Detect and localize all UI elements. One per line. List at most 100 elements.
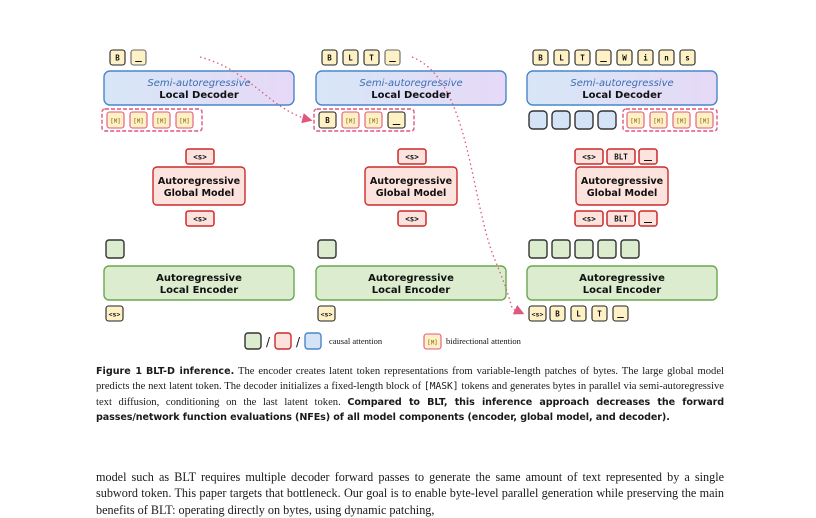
legend-green-swatch — [244, 332, 262, 350]
encoder-title: Autoregressive — [368, 273, 454, 284]
mask-token: [M] — [106, 111, 125, 129]
mask-token-box — [649, 111, 668, 129]
mask-token: [M] — [695, 111, 714, 129]
decoder-box — [315, 70, 507, 106]
output-token: i — [637, 49, 654, 66]
mask-token: [M] — [129, 111, 148, 129]
encoder-state-green — [317, 239, 337, 259]
mask-token-label: [M] — [179, 118, 190, 125]
mask-token-box — [695, 111, 714, 129]
encoder-box — [315, 265, 507, 301]
latent-token-box — [397, 148, 427, 165]
latent-token-label: <s> — [582, 153, 596, 162]
output-token-box — [363, 49, 380, 66]
legend-mask-token: [M] — [423, 333, 442, 350]
output-token-box — [595, 49, 612, 66]
patch-token-box — [574, 210, 604, 227]
patch-token-label: BLT — [614, 215, 628, 224]
global-subtitle: Global Model — [164, 188, 235, 199]
figure-caption: Figure 1 BLT-D inference. The encoder cr… — [96, 364, 724, 425]
legend-slash: / — [296, 335, 301, 349]
patch-token-label: <s> — [582, 215, 596, 224]
output-token-label: s — [685, 54, 690, 63]
output-token-box — [553, 49, 570, 66]
output-token: L — [342, 49, 359, 66]
global-title: Autoregressive — [158, 176, 241, 187]
decoded-token — [387, 111, 406, 129]
output-token — [595, 49, 612, 66]
decoder-title: Semi-autoregressive — [570, 78, 673, 89]
output-token-label: B — [538, 54, 543, 63]
body-paragraph: model such as BLT requires multiple deco… — [96, 470, 724, 517]
latent-state-blue — [551, 110, 571, 130]
patch-token — [638, 210, 658, 227]
latent-token-label: BLT — [614, 153, 628, 162]
latent-token: BLT — [606, 148, 636, 165]
input-byte-token: <s> — [317, 305, 336, 322]
input-byte-token-box — [570, 305, 587, 322]
mask-token-label: [M] — [110, 118, 121, 125]
legend-causal-label: causal attention — [329, 336, 383, 346]
latent-token-label: <s> — [405, 153, 419, 162]
decoder-inputs: [M][M][M][M] — [528, 108, 718, 132]
latent-token — [638, 148, 658, 165]
caption-label: Figure 1 — [96, 366, 143, 377]
mask-token-label: [M] — [368, 118, 379, 125]
latent-state-blue — [574, 110, 594, 130]
mask-token-box — [129, 111, 148, 129]
encoder-box — [103, 265, 295, 301]
output-token-box — [616, 49, 633, 66]
legend-bidirectional-label: bidirectional attention — [446, 336, 522, 346]
input-byte-token: <s> — [528, 305, 547, 322]
decoder-subtitle: Local Decoder — [371, 90, 451, 101]
mask-token-label: [M] — [133, 118, 144, 125]
output-token-label: W — [622, 54, 627, 63]
mask-token: [M] — [626, 111, 645, 129]
encoder-subtitle: Local Encoder — [583, 285, 662, 296]
output-token: T — [363, 49, 380, 66]
patch-token: <s> — [185, 210, 215, 227]
legend-blue-swatch — [304, 332, 322, 350]
decoder-subtitle: Local Decoder — [582, 90, 662, 101]
mask-token-label: [M] — [676, 118, 687, 125]
output-token: n — [658, 49, 675, 66]
global-model-box — [575, 166, 669, 206]
output-token-label: n — [664, 54, 669, 63]
output-token-box — [658, 49, 675, 66]
output-token-box — [342, 49, 359, 66]
mask-token-box — [626, 111, 645, 129]
output-token: L — [553, 49, 570, 66]
output-token: T — [574, 49, 591, 66]
latent-token: <s> — [397, 148, 427, 165]
input-byte-token: B — [549, 305, 566, 322]
mask-token-label: [M] — [630, 118, 641, 125]
decoder-box — [526, 70, 718, 106]
global-model-box — [152, 166, 246, 206]
decoder-title: Semi-autoregressive — [359, 78, 462, 89]
global-subtitle: Global Model — [376, 188, 447, 199]
output-token: s — [679, 49, 696, 66]
mask-token: [M] — [672, 111, 691, 129]
caption-text-2: tokens and generates bytes in parallel v… — [96, 381, 724, 408]
latent-token-box — [574, 148, 604, 165]
output-token-label: L — [348, 54, 353, 63]
bidirectional-group — [622, 108, 718, 132]
latent-token-label: <s> — [193, 153, 207, 162]
mask-token-box — [672, 111, 691, 129]
patch-token: <s> — [574, 210, 604, 227]
encoder-box — [526, 265, 718, 301]
encoder-state-green — [551, 239, 571, 259]
encoder-subtitle: Local Encoder — [160, 285, 239, 296]
output-token — [130, 49, 147, 66]
input-byte-token-box — [317, 305, 336, 322]
mask-token-box — [152, 111, 171, 129]
input-byte-token: <s> — [105, 305, 124, 322]
encoder-title: Autoregressive — [579, 273, 665, 284]
decoder-inputs: B[M][M] — [313, 108, 415, 132]
decoder-inputs: [M][M][M][M] — [101, 108, 203, 132]
